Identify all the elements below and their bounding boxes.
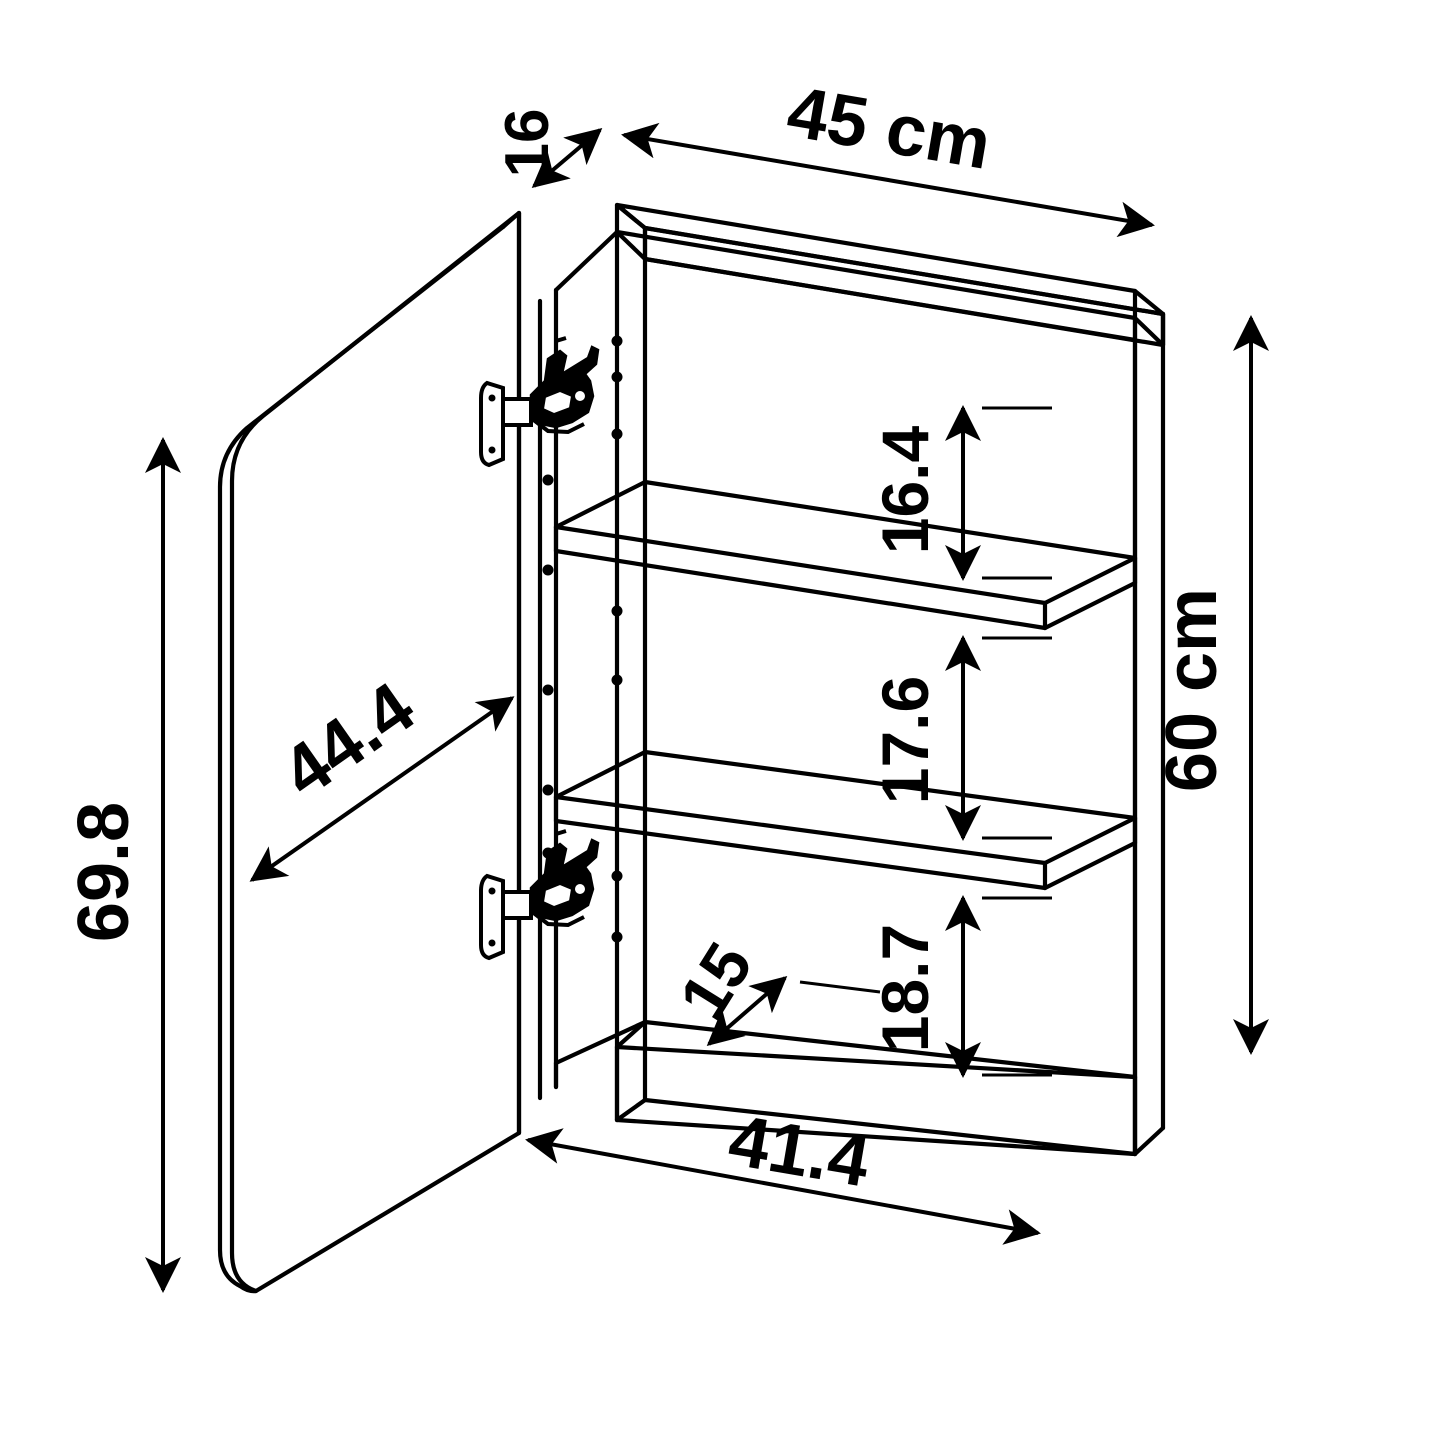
dimension-label-depth-top: 16: [493, 109, 562, 178]
dimension-label-door-height: 69.8: [64, 802, 144, 942]
extension-line-depth: [799, 980, 881, 994]
dimension-label-height-right: 60 cm: [1152, 588, 1232, 792]
dimension-line-door-width: [249, 696, 515, 882]
dimension-label-compartment-middle: 17.6: [868, 676, 942, 804]
door-panel: [217, 210, 522, 1294]
hinge-lower: [479, 829, 600, 961]
dimension-label-compartment-bottom: 18.7: [868, 924, 942, 1052]
dimension-line-width-top: [621, 122, 1155, 238]
shelf-upper: [553, 479, 1138, 631]
back-panel: [642, 256, 1138, 1157]
hinge-upper: [479, 336, 600, 468]
dimension-line-depth-top: [531, 128, 603, 188]
dimension-line-interior-width: [525, 1128, 1041, 1245]
dimension-line-interior-depth: [706, 976, 788, 1046]
shelf-lower: [553, 749, 1138, 891]
dimension-label-compartment-top: 16.4: [868, 425, 942, 554]
